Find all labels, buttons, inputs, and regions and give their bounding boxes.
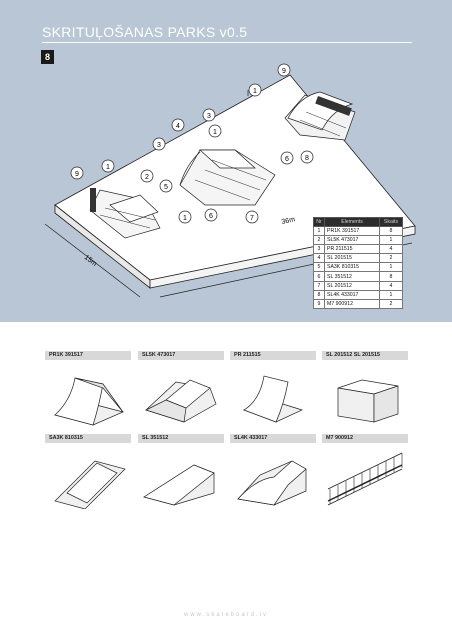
title-divider bbox=[42, 42, 412, 43]
element-card-label: PR 211515 bbox=[230, 351, 316, 360]
footer-url: www.skateboard.lv bbox=[183, 612, 269, 618]
element-card: SL 351512 bbox=[138, 434, 224, 514]
ramp-group-near bbox=[89, 188, 161, 239]
element-card-label: SL 351512 bbox=[138, 434, 224, 443]
page-number-badge: 8 bbox=[41, 50, 54, 64]
svg-text:9: 9 bbox=[282, 68, 286, 75]
svg-text:1: 1 bbox=[183, 215, 187, 222]
parts-table-header: Nr Elements Skaits bbox=[313, 217, 403, 227]
ramp-group-middle bbox=[179, 149, 276, 206]
svg-text:1: 1 bbox=[253, 88, 257, 95]
svg-text:7: 7 bbox=[250, 215, 254, 222]
element-card-label: SL4K 433017 bbox=[230, 434, 316, 443]
svg-text:6: 6 bbox=[285, 156, 289, 163]
element-card-label: SL 201512 SL 201515 bbox=[322, 351, 408, 360]
element-card: PR1K 391517 bbox=[45, 351, 131, 431]
page-title: SKRITUĻOŠANAS PARKS v0.5 bbox=[42, 24, 248, 40]
svg-text:1: 1 bbox=[213, 129, 217, 136]
dimension-width-label: 15m bbox=[83, 254, 98, 268]
element-card-label: SA3K 810315 bbox=[45, 434, 131, 443]
svg-text:3: 3 bbox=[207, 113, 211, 120]
svg-text:8: 8 bbox=[305, 155, 309, 162]
element-card-label: SL5K 473017 bbox=[138, 351, 224, 360]
svg-text:2: 2 bbox=[145, 174, 149, 181]
header-element: Elements bbox=[324, 217, 380, 227]
element-card: M7 900912 bbox=[322, 434, 408, 514]
rail-icon bbox=[327, 452, 403, 506]
element-card: SL5K 473017 bbox=[138, 351, 224, 431]
element-card: SL 201512 SL 201515 bbox=[322, 351, 408, 431]
svg-text:3: 3 bbox=[157, 142, 161, 149]
quarter-pipe-small-icon bbox=[243, 375, 303, 423]
dimension-length-label: 36m bbox=[281, 216, 296, 226]
header-nr: Nr bbox=[313, 217, 325, 227]
element-card: SA3K 810315 bbox=[45, 434, 131, 514]
box-icon bbox=[337, 379, 399, 423]
ramp-icon bbox=[143, 464, 215, 506]
bank-ramp-icon bbox=[237, 460, 307, 506]
ramp-group-far bbox=[284, 91, 356, 141]
svg-text:5: 5 bbox=[164, 184, 168, 191]
svg-text:1: 1 bbox=[106, 164, 110, 171]
svg-text:9: 9 bbox=[75, 171, 79, 178]
funbox-icon bbox=[145, 379, 217, 423]
quarter-pipe-icon bbox=[53, 377, 125, 426]
svg-text:4: 4 bbox=[176, 123, 180, 130]
header-qty: Skaits bbox=[379, 217, 403, 227]
element-card-label: M7 900912 bbox=[322, 434, 408, 443]
element-card: PR 211515 bbox=[230, 351, 316, 431]
plan-panel: SKRITUĻOŠANAS PARKS v0.5 8 bbox=[0, 0, 452, 322]
element-card: SL4K 433017 bbox=[230, 434, 316, 514]
svg-text:6: 6 bbox=[209, 213, 213, 220]
element-card-label: PR1K 391517 bbox=[45, 351, 131, 360]
callout-markers: 9 1 3 4 3 1 9 2 5 6 8 6 7 1 1 bbox=[70, 63, 314, 224]
pyramid-icon bbox=[54, 460, 126, 510]
